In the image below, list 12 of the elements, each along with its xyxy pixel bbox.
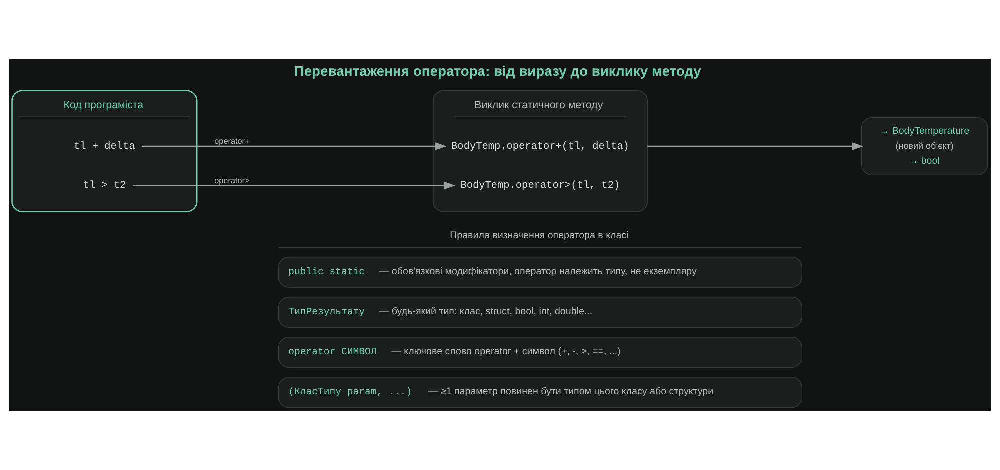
node-box: → BodyTemperature (новий об’єкт) → bool bbox=[861, 117, 988, 176]
arrow bbox=[132, 182, 456, 190]
diagram-title: Перевантаження оператора: від виразу до виклику методу bbox=[294, 62, 702, 79]
node-text: tl + delta bbox=[74, 140, 136, 153]
node-text: BodyTemp.operator+(tl, delta) bbox=[452, 140, 630, 153]
arrow bbox=[142, 142, 447, 151]
arrow bbox=[648, 142, 864, 151]
node-text: tl > t2 bbox=[83, 180, 126, 192]
edge-label: operator> bbox=[214, 176, 250, 186]
node-text: BodyTemp.operator>(tl, t2) bbox=[460, 180, 620, 192]
edge-label: operator+ bbox=[214, 137, 250, 146]
label: Правила визначення оператора в класі bbox=[450, 230, 629, 242]
